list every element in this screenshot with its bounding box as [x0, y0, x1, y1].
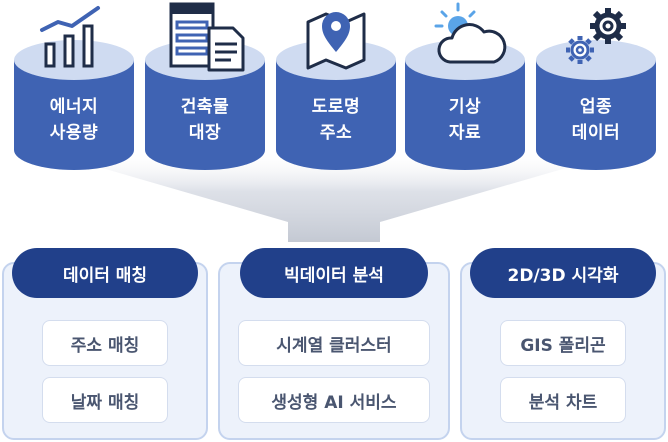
gears-icon: [566, 8, 626, 64]
cylinder-shape: [536, 40, 656, 170]
cylinder-shape: [14, 40, 134, 170]
source-label: 에너지 사용량: [49, 97, 99, 143]
bar-chart-icon: [40, 6, 100, 68]
panel-title-bigdata-analysis: 빅데이터 분석: [240, 248, 428, 298]
panel-title-data-matching: 데이터 매칭: [12, 248, 198, 298]
weather-icon: [434, 2, 507, 64]
panel-title-visualization: 2D/3D 시각화: [470, 248, 656, 298]
building-document-icon: [169, 2, 245, 72]
chip-analysis-chart: 분석 차트: [500, 377, 626, 423]
source-energy: 에너지 사용량: [14, 40, 134, 170]
chip-date-matching: 날짜 매칭: [42, 377, 168, 423]
chip-timeseries-cluster: 시계열 클러스터: [238, 320, 430, 366]
chip-generative-ai: 생성형 AI 서비스: [238, 377, 430, 423]
chip-address-matching: 주소 매칭: [42, 320, 168, 366]
source-label: 도로명 주소: [311, 97, 361, 143]
map-pin-icon: [306, 12, 366, 70]
source-label: 기상 자료: [448, 97, 482, 143]
chip-gis-polygon: GIS 폴리곤: [500, 320, 626, 366]
source-label: 건축물 대장: [180, 97, 230, 143]
source-industry: 업종 데이터: [536, 40, 656, 170]
source-label: 업종 데이터: [571, 97, 621, 143]
